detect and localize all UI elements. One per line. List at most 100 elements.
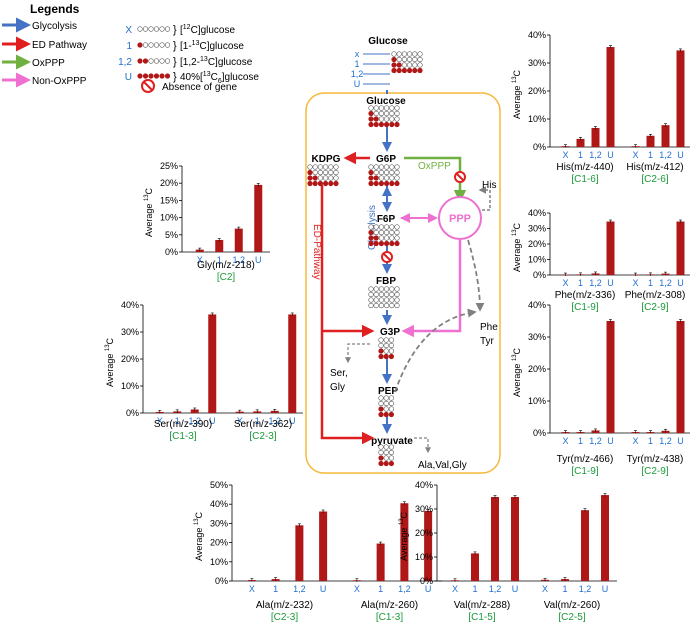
carbon-dot <box>368 240 374 247</box>
bar <box>591 127 600 147</box>
bar <box>471 553 479 581</box>
carbon-dot <box>394 286 400 292</box>
series-label: His(m/z-440) <box>556 162 613 173</box>
legend-label-row: U}40%[13C6]glucose <box>125 71 260 85</box>
carbon-dot <box>153 42 160 48</box>
carbon-dot <box>384 297 390 303</box>
y-tick-label: 30% <box>528 224 546 234</box>
bar <box>400 503 409 581</box>
carbon-dot <box>333 175 339 181</box>
bar <box>661 125 670 147</box>
carbon-dot <box>368 291 374 298</box>
node-g3p: G3P <box>380 327 400 338</box>
carbon-dot <box>153 73 160 79</box>
carbon-dot <box>137 26 143 32</box>
x-tick-label: X <box>237 416 243 426</box>
carbon-dot <box>396 56 402 63</box>
series-sublabel: [C1-3] <box>376 612 403 623</box>
carbon-dot <box>317 164 324 170</box>
y-tick-label: 25% <box>160 161 178 171</box>
carbon-dot <box>391 56 397 63</box>
bar <box>581 510 589 581</box>
x-tick-label: 1,2 <box>659 436 672 446</box>
carbon-dot <box>417 67 423 74</box>
node-pyruvate: pyruvate <box>371 436 413 447</box>
legend-key: 1 <box>126 41 132 52</box>
carbon-dot <box>378 286 385 292</box>
carbon-dot <box>373 291 379 298</box>
carbon-dot <box>373 240 379 247</box>
carbon-dot <box>384 110 390 117</box>
carbon-dot-grid <box>368 286 400 309</box>
carbon-dot <box>389 240 395 247</box>
label-tyr: Tyr <box>480 336 495 347</box>
y-tick-label: 40% <box>415 480 433 490</box>
carbon-dot <box>388 348 395 354</box>
carbon-dot <box>317 175 324 181</box>
y-tick-label: 10% <box>210 557 228 567</box>
x-tick-label: 1 <box>578 278 583 288</box>
carbon-dot <box>378 291 385 298</box>
carbon-dot <box>312 164 318 170</box>
carbon-dot <box>312 169 318 176</box>
carbon-dot-grid <box>368 105 400 128</box>
legend-arrow-ed: ED Pathway <box>2 36 87 52</box>
carbon-dot-grid <box>378 337 395 360</box>
carbon-dot <box>159 26 165 32</box>
carbon-dot <box>378 240 385 247</box>
x-tick-label: X <box>562 150 568 160</box>
y-tick-label: 5% <box>165 230 178 240</box>
carbon-dot <box>317 180 324 187</box>
bar <box>254 184 263 252</box>
y-tick-label: 0% <box>126 408 139 418</box>
series-label: Val(m/z-288) <box>454 600 511 611</box>
carbon-dot <box>401 51 408 57</box>
label-phe: Phe <box>480 322 498 333</box>
carbon-dot <box>378 116 385 122</box>
x-tick-label: U <box>677 150 684 160</box>
y-tick-label: 20% <box>528 86 546 96</box>
x-tick-label: 1,2 <box>188 416 201 426</box>
y-tick-label: 0% <box>533 428 546 438</box>
carbon-dot <box>389 291 395 298</box>
carbon-dot <box>389 297 395 303</box>
carbon-dot <box>373 121 379 128</box>
series-label: Phe(m/z-336) <box>555 290 616 301</box>
y-tick-label: 15% <box>160 195 178 205</box>
carbon-dot <box>378 337 384 343</box>
carbon-dot <box>368 180 374 187</box>
carbon-dot <box>368 302 374 309</box>
series-sublabel: [C1-9] <box>571 302 598 313</box>
x-tick-label: 1,2 <box>659 150 672 160</box>
carbon-dot <box>317 169 324 176</box>
y-tick-label: 20% <box>415 528 433 538</box>
carbon-dot <box>378 169 385 176</box>
carbon-dot-grid <box>307 164 339 187</box>
y-tick-label: 20% <box>528 239 546 249</box>
bar <box>646 135 655 147</box>
carbon-dot <box>401 62 408 68</box>
y-tick-label: 0% <box>165 247 178 257</box>
x-tick-label: 1 <box>648 150 653 160</box>
carbon-dot <box>148 73 154 79</box>
y-tick-label: 40% <box>528 30 546 40</box>
carbon-dot <box>368 286 374 292</box>
carbon-dot <box>394 229 400 236</box>
x-tick-label: U <box>425 584 432 594</box>
x-tick-label: X <box>197 255 203 265</box>
carbon-dot <box>153 26 160 32</box>
carbon-dot <box>389 180 395 187</box>
y-tick-label: 50% <box>210 480 228 490</box>
carbon-dot <box>401 56 408 63</box>
input-key-1: 1 <box>354 59 359 69</box>
y-tick-label: 10% <box>528 114 546 124</box>
legend-arrow-label: ED Pathway <box>32 40 87 51</box>
carbon-dot <box>373 180 379 187</box>
x-tick-label: 1 <box>378 584 383 594</box>
carbon-dot <box>368 175 374 181</box>
x-tick-label: 1,2 <box>659 278 672 288</box>
bar <box>601 495 609 581</box>
